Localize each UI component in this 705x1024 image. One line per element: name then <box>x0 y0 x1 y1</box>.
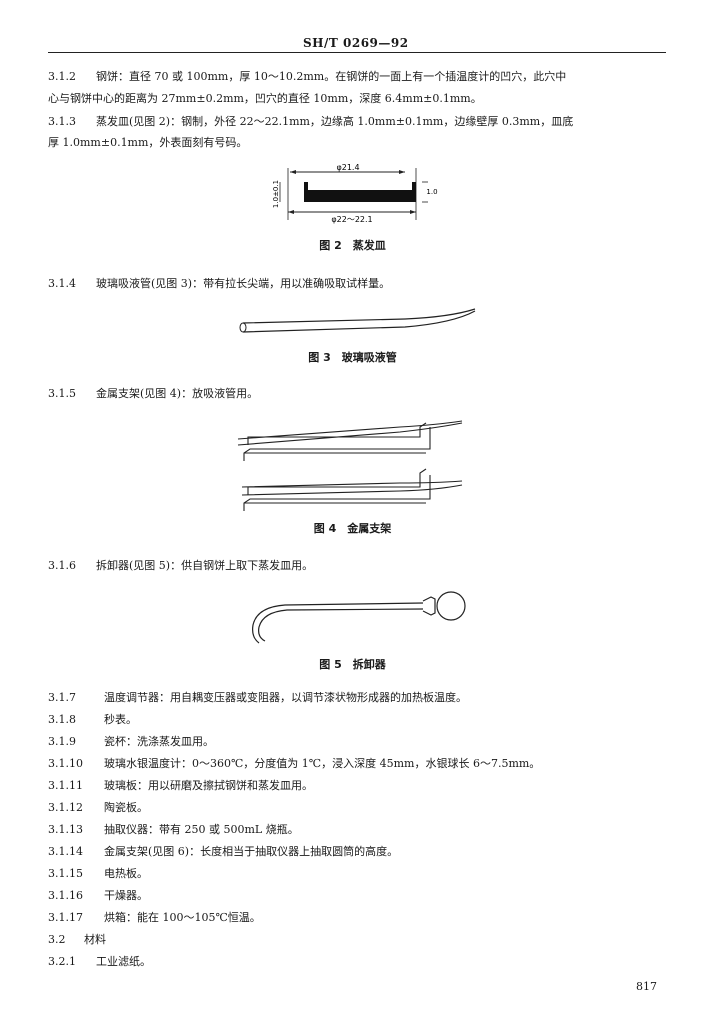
dim-left-label: 1.0±0.1 <box>272 180 280 208</box>
section-text: 心与钢饼中心的距离为 27mm±0.2mm，凹穴的直径 10mm，深度 6.4m… <box>48 92 482 105</box>
section-number: 3.1.12 <box>48 801 83 814</box>
section-text: 烘箱：能在 100～105℃恒温。 <box>104 911 261 924</box>
figure-5-remover-tool <box>252 591 466 644</box>
section-3-1-3: 3.1.3 蒸发皿(见图 2)：钢制，外径 22～22.1mm，边缘高 1.0mm… <box>48 115 670 129</box>
figure-5-caption: 图 5 拆卸器 <box>319 658 386 671</box>
section-3-1-15: 3.1.15 电热板。 <box>48 867 670 881</box>
figure-2-evaporating-dish: φ21.4 φ22～22.1 1.0±0.1 1.0 <box>272 163 438 224</box>
section-3-1-8: 3.1.8 秒表。 <box>48 713 670 727</box>
section-3-1-12: 3.1.12 陶瓷板。 <box>48 801 670 815</box>
section-3-1-9: 3.1.9 瓷杯：洗涤蒸发皿用。 <box>48 735 670 749</box>
section-3-1-5: 3.1.5 金属支架(见图 4)：放吸液管用。 <box>48 387 670 401</box>
section-number: 3.1.13 <box>48 823 83 836</box>
section-text: 干燥器。 <box>104 889 148 902</box>
section-text: 电热板。 <box>104 867 148 880</box>
section-number: 3.1.6 <box>48 559 76 572</box>
section-text: 玻璃吸液管(见图 3)：带有拉长尖端，用以准确吸取试样量。 <box>96 277 391 290</box>
section-number: 3.1.11 <box>48 779 83 792</box>
section-number: 3.1.2 <box>48 70 76 83</box>
section-number: 3.1.3 <box>48 115 76 128</box>
section-number: 3.1.8 <box>48 713 76 726</box>
section-text: 拆卸器(见图 5)：供自钢饼上取下蒸发皿用。 <box>96 559 314 572</box>
section-text: 玻璃板：用以研磨及擦拭钢饼和蒸发皿用。 <box>104 779 313 792</box>
section-3-2-1: 3.2.1 工业滤纸。 <box>48 955 670 969</box>
section-text: 瓷杯：洗涤蒸发皿用。 <box>104 735 214 748</box>
section-text: 温度调节器：用自耦变压器或变阻器，以调节漆状物形成器的加热板温度。 <box>104 691 467 704</box>
section-number: 3.1.14 <box>48 845 83 858</box>
section-number: 3.1.10 <box>48 757 83 770</box>
section-3-1-16: 3.1.16 干燥器。 <box>48 889 670 903</box>
section-3-1-6: 3.1.6 拆卸器(见图 5)：供自钢饼上取下蒸发皿用。 <box>48 559 670 573</box>
section-heading: 材料 <box>84 933 106 946</box>
dim-top-label: φ21.4 <box>336 163 359 172</box>
section-text: 金属支架(见图 4)：放吸液管用。 <box>96 387 259 400</box>
standard-number: SH/T 0269—92 <box>303 36 409 50</box>
section-text: 陶瓷板。 <box>104 801 148 814</box>
section-number: 3.1.7 <box>48 691 76 704</box>
section-number: 3.1.9 <box>48 735 76 748</box>
section-3-1-3-continued: 厚 1.0mm±0.1mm，外表面刻有号码。 <box>48 136 670 150</box>
figure-2-caption: 图 2 蒸发皿 <box>319 239 386 252</box>
section-3-2: 3.2 材料 <box>48 933 670 947</box>
section-text: 抽取仪器：带有 250 或 500mL 烧瓶。 <box>104 823 299 836</box>
page-number: 817 <box>636 980 657 993</box>
section-text: 钢饼：直径 70 或 100mm，厚 10～10.2mm。在钢饼的一面上有一个插… <box>96 70 567 83</box>
figure-4-caption: 图 4 金属支架 <box>313 522 392 535</box>
section-number: 3.1.16 <box>48 889 83 902</box>
section-number: 3.1.17 <box>48 911 83 924</box>
section-number: 3.1.5 <box>48 387 76 400</box>
section-3-1-7: 3.1.7 温度调节器：用自耦变压器或变阻器，以调节漆状物形成器的加热板温度。 <box>48 691 670 705</box>
page-header: SH/T 0269—92 <box>48 36 666 56</box>
section-text: 厚 1.0mm±0.1mm，外表面刻有号码。 <box>48 136 248 149</box>
section-text: 工业滤纸。 <box>96 955 151 968</box>
dim-right-label: 1.0 <box>426 188 437 196</box>
section-3-1-2: 3.1.2 钢饼：直径 70 或 100mm，厚 10～10.2mm。在钢饼的一面… <box>48 70 670 84</box>
section-3-1-10: 3.1.10 玻璃水银温度计：0～360℃，分度值为 1℃，浸入深度 45mm，水… <box>48 757 670 771</box>
section-number: 3.1.4 <box>48 277 76 290</box>
figure-4-metal-stand <box>237 420 463 511</box>
section-text: 金属支架(见图 6)：长度相当于抽取仪器上抽取圆筒的高度。 <box>104 845 399 858</box>
section-3-1-17: 3.1.17 烘箱：能在 100～105℃恒温。 <box>48 911 670 925</box>
section-3-1-13: 3.1.13 抽取仪器：带有 250 或 500mL 烧瓶。 <box>48 823 670 837</box>
section-number: 3.2 <box>48 933 66 946</box>
section-number: 3.2.1 <box>48 955 76 968</box>
header-rule <box>48 52 666 53</box>
section-number: 3.1.15 <box>48 867 83 880</box>
figure-3-glass-pipette <box>239 308 476 333</box>
section-3-1-2-continued: 心与钢饼中心的距离为 27mm±0.2mm，凹穴的直径 10mm，深度 6.4m… <box>48 92 670 106</box>
section-text: 玻璃水银温度计：0～360℃，分度值为 1℃，浸入深度 45mm，水银球长 6～… <box>104 757 541 770</box>
figure-3-caption: 图 3 玻璃吸液管 <box>308 351 397 364</box>
section-3-1-11: 3.1.11 玻璃板：用以研磨及擦拭钢饼和蒸发皿用。 <box>48 779 670 793</box>
section-text: 秒表。 <box>104 713 137 726</box>
section-text: 蒸发皿(见图 2)：钢制，外径 22～22.1mm，边缘高 1.0mm±0.1m… <box>96 115 574 128</box>
dim-bottom-label: φ22～22.1 <box>331 215 372 224</box>
section-3-1-14: 3.1.14 金属支架(见图 6)：长度相当于抽取仪器上抽取圆筒的高度。 <box>48 845 670 859</box>
section-3-1-4: 3.1.4 玻璃吸液管(见图 3)：带有拉长尖端，用以准确吸取试样量。 <box>48 277 670 291</box>
